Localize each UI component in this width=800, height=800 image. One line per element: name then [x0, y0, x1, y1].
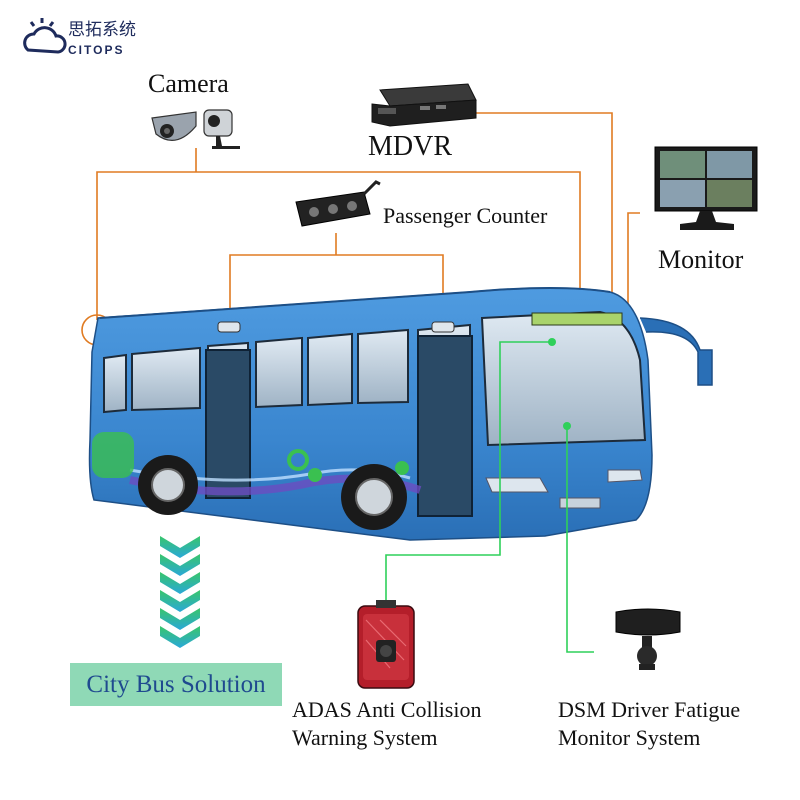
logo: 思拓系统 CITOPS: [23, 18, 136, 57]
bus-doors: [205, 335, 473, 517]
passenger-counter-group: Passenger Counter: [295, 180, 548, 228]
dsm-caption: DSM Driver Fatigue Monitor System: [558, 696, 740, 752]
dsm-connector: [566, 426, 594, 653]
adas-connector: [385, 341, 552, 608]
adas-caption: ADAS Anti Collision Warning System: [292, 696, 481, 752]
camera-connector: [96, 171, 581, 330]
interior-camera-front: [431, 321, 455, 333]
city-bus-solution-label: City Bus Solution: [86, 670, 266, 698]
passenger-counter-icon: [295, 180, 381, 227]
passenger-counter-label: Passenger Counter: [383, 203, 548, 228]
bus-roof: [99, 287, 611, 319]
side-camera-icon: [203, 109, 240, 149]
down-chevrons-icon: [160, 536, 200, 648]
side-mirror: [639, 317, 713, 386]
bus-decor-circles: [92, 432, 409, 482]
city-bus-solution-badge: City Bus Solution: [70, 663, 282, 706]
adas-device-icon: [357, 600, 415, 689]
monitor-label: Monitor: [658, 245, 744, 274]
dome-camera-icon: [151, 111, 197, 141]
citops-logo-icon: [23, 18, 67, 54]
adas-caption-line2: Warning System: [292, 725, 438, 750]
city-bus: [88, 287, 713, 541]
mdvr-label: MDVR: [368, 131, 452, 162]
dsm-caption-line1: DSM Driver Fatigue: [558, 697, 741, 722]
dsm-caption-line2: Monitor System: [558, 725, 701, 750]
camera-label: Camera: [148, 69, 229, 98]
bus-wheels: [138, 455, 407, 530]
bus-front-lights: [485, 469, 643, 509]
adas-caption-line1: ADAS Anti Collision: [292, 697, 482, 722]
mdvr-device-icon: [371, 83, 477, 127]
dsm-device-icon: [615, 608, 681, 670]
monitor-icon: [654, 146, 758, 230]
mdvr-group: MDVR: [368, 83, 477, 162]
logo-english-text: CITOPS: [68, 43, 124, 57]
green-connectors: [385, 338, 594, 653]
logo-chinese-text: 思拓系统: [68, 20, 136, 40]
camera-group: Camera: [148, 69, 240, 149]
route-display: [531, 312, 623, 326]
monitor-group: Monitor: [654, 146, 758, 274]
interior-camera-rear: [217, 321, 241, 333]
